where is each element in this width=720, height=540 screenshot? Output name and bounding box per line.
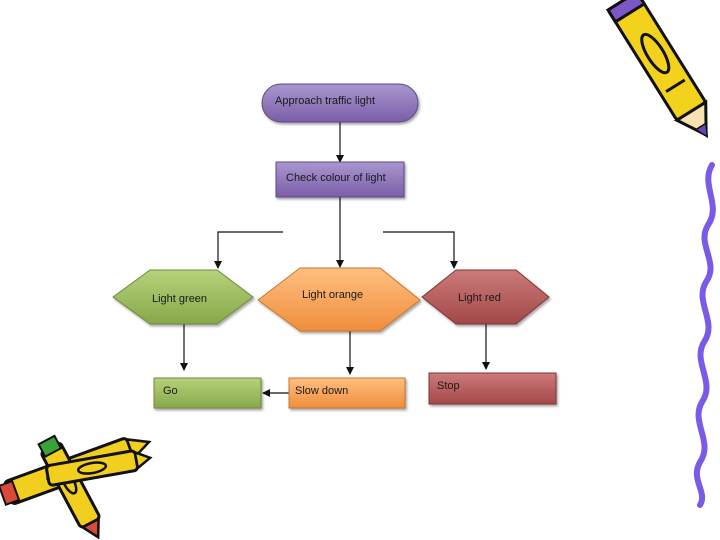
node-light-red-label: Light red: [458, 292, 501, 304]
node-light-green: [112, 269, 254, 325]
node-check-label: Check colour of light: [286, 172, 386, 184]
node-go-label: Go: [163, 385, 178, 397]
node-go: [153, 377, 262, 409]
node-light-red: [421, 269, 550, 325]
node-check: [275, 161, 405, 198]
node-stop-label: Stop: [437, 380, 460, 392]
node-stop: [428, 372, 557, 405]
node-slow-down-label: Slow down: [295, 385, 348, 397]
node-light-green-label: Light green: [152, 293, 207, 305]
squiggle-border: [693, 162, 716, 508]
pencil-icon: [605, 0, 709, 139]
node-light-orange: [257, 267, 421, 332]
node-approach: [261, 83, 419, 123]
crayons-icon: [0, 434, 153, 540]
edge-check-to-green: [214, 231, 283, 269]
node-approach-label: Approach traffic light: [275, 95, 375, 107]
node-light-orange-label: Light orange: [302, 289, 363, 301]
node-slow-down: [288, 377, 406, 409]
connectors: [180, 122, 490, 397]
edge-check-to-red: [383, 231, 458, 269]
